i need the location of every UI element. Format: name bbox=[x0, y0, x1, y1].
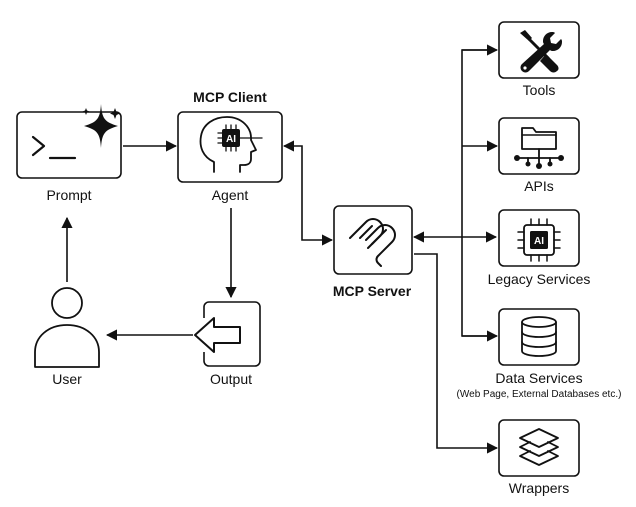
wrench-screwdriver-icon bbox=[520, 30, 562, 73]
wrappers-label: Wrappers bbox=[509, 480, 569, 496]
services-trunk bbox=[461, 49, 496, 337]
mcp-server-label: MCP Server bbox=[333, 283, 412, 299]
mcp-client-node: MCP Client AI Agent bbox=[177, 89, 283, 203]
ai-chip-icon: AI bbox=[517, 218, 561, 262]
database-icon bbox=[521, 316, 557, 357]
mcp-server-box bbox=[333, 205, 413, 275]
agent-label: Agent bbox=[212, 187, 249, 203]
tools-label: Tools bbox=[523, 82, 556, 98]
wrappers-node: Wrappers bbox=[498, 419, 580, 496]
user-node: User bbox=[34, 287, 100, 387]
user-label: User bbox=[52, 371, 82, 387]
ai-head-icon: AI bbox=[199, 116, 263, 173]
prompt-label: Prompt bbox=[46, 187, 91, 203]
output-box bbox=[203, 301, 261, 367]
terminal-sparkle-icon bbox=[31, 104, 120, 160]
legacy-chip-text: AI bbox=[534, 236, 544, 247]
layers-icon bbox=[519, 428, 559, 466]
mcp-logo-icon bbox=[349, 218, 396, 267]
wrappers-box bbox=[498, 419, 580, 477]
apis-node: APIs bbox=[498, 117, 580, 194]
arrow-server-to-wrappers bbox=[414, 253, 499, 454]
connectors bbox=[61, 44, 499, 454]
arrow-agent-to-server bbox=[282, 140, 334, 246]
mcp-client-heading: MCP Client bbox=[193, 89, 267, 105]
output-node: Output bbox=[193, 301, 261, 387]
prompt-node: Prompt bbox=[16, 104, 122, 203]
data-services-label: Data Services bbox=[495, 370, 582, 386]
folder-network-icon bbox=[514, 127, 564, 169]
mcp-server-node: MCP Server bbox=[333, 205, 413, 299]
legacy-services-node: AI Legacy Services bbox=[488, 209, 591, 287]
legacy-label: Legacy Services bbox=[488, 271, 591, 287]
data-services-sublabel: (Web Page, External Databases etc.) bbox=[457, 389, 622, 400]
apis-label: APIs bbox=[524, 178, 554, 194]
agent-chip-text: AI bbox=[226, 134, 236, 145]
data-services-node: Data Services (Web Page, External Databa… bbox=[457, 308, 622, 400]
tools-node: Tools bbox=[498, 21, 580, 98]
output-arrow-icon bbox=[194, 317, 241, 353]
user-icon bbox=[34, 287, 100, 368]
output-label: Output bbox=[210, 371, 252, 387]
